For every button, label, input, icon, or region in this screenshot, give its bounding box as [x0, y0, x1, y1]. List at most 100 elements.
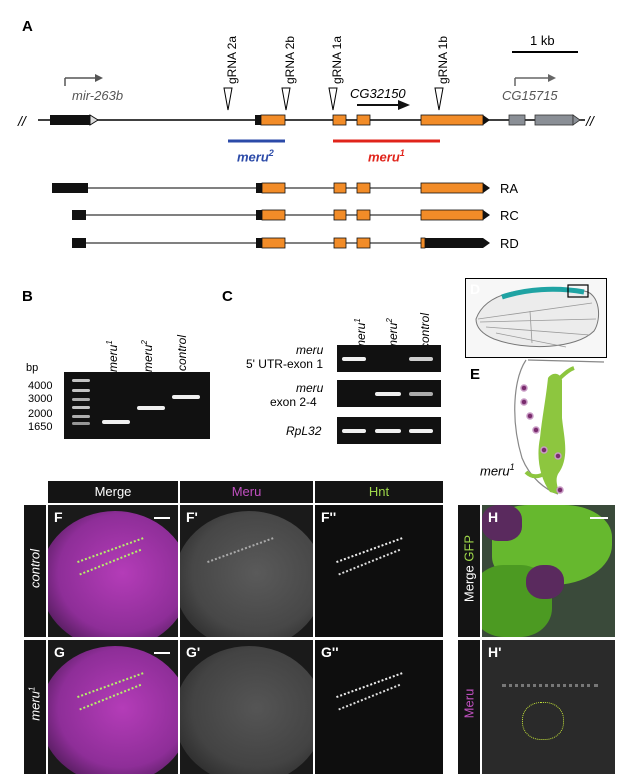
- grna-1a-marker: [328, 87, 338, 111]
- gel-b-ladder-3000: 3000: [28, 393, 53, 405]
- schematic-e-label: meru1: [480, 462, 515, 479]
- h-sidebar-top: Merge GFP: [458, 505, 480, 637]
- panel-label-g: G: [54, 644, 65, 660]
- image-f-meru: F': [180, 505, 313, 637]
- meru1-band: [102, 420, 130, 424]
- cg32150-direction-arrow: [398, 100, 410, 110]
- gel-b-ladder-1650: 1650: [28, 421, 53, 433]
- isoform-label-rc: RC: [500, 208, 519, 223]
- column-header-meru: Meru: [180, 481, 313, 503]
- wing-disc-magenta: [48, 646, 178, 774]
- wing-disc-gray: [180, 646, 313, 774]
- ladder-band: [72, 389, 90, 392]
- meru-bristle-row: [502, 684, 598, 693]
- exon-1: [260, 114, 286, 126]
- panel-label-a: A: [22, 18, 33, 35]
- panel-label-f2: F'': [321, 509, 337, 525]
- mir263b-direction-arrow: [95, 74, 103, 82]
- rd-utr-5: [72, 238, 86, 248]
- panel-label-d: D: [470, 281, 481, 297]
- panel-label-c: C: [222, 288, 233, 305]
- grna-2a-label: gRNA 2a: [225, 35, 239, 84]
- panel-label-b: B: [22, 288, 33, 305]
- exon-2: [332, 114, 347, 126]
- isoform-label-ra: RA: [500, 181, 519, 196]
- gel-c-row2-region: exon 2-4: [270, 395, 317, 409]
- grna-2b-marker: [281, 87, 291, 111]
- gel-c-row1-gene: meru: [296, 343, 324, 357]
- panel-label-e: E: [470, 366, 481, 383]
- image-f-merge: F: [48, 505, 178, 637]
- gel-b-image: [64, 372, 210, 439]
- gene-label-cg32150: CG32150: [350, 86, 406, 101]
- image-h-meru: H': [482, 640, 615, 774]
- gel-c-row2-image: [337, 380, 441, 407]
- cg15715-exon-2: [534, 114, 574, 126]
- ra-utr-5: [52, 183, 88, 193]
- image-f-hnt: F'': [315, 505, 443, 637]
- gel-b-lane-meru2: meru2: [140, 340, 155, 372]
- scale-bar-h: [590, 517, 608, 519]
- cg15715-exon-1: [508, 114, 526, 126]
- wing-image: [475, 284, 600, 348]
- bristle-schematic: [514, 359, 605, 495]
- ladder-band: [72, 422, 90, 425]
- exon-4: [420, 114, 484, 126]
- image-g-meru: G': [180, 640, 313, 774]
- column-header-merge: Merge: [48, 481, 178, 503]
- wing-inset-box: [567, 284, 589, 298]
- column-header-hnt: Hnt: [315, 481, 443, 503]
- control-band: [172, 395, 200, 399]
- gel-c-row1-image: [337, 345, 441, 372]
- rc-utr-5: [72, 210, 86, 220]
- ladder-band: [72, 379, 90, 382]
- mir263b-arrowhead: [89, 114, 99, 126]
- gel-b-unit: bp: [26, 362, 39, 374]
- gel-c-row1-region: 5' UTR-exon 1: [246, 357, 323, 371]
- grna-2a-marker: [223, 87, 233, 111]
- panel-label-f: F: [54, 509, 63, 525]
- grna-2b-label: gRNA 2b: [283, 35, 297, 84]
- gel-c-row2-gene: meru: [296, 381, 324, 395]
- gel-b-lane-meru1: meru1: [105, 340, 120, 372]
- exon-4-utr-end: [483, 115, 490, 125]
- mutant-clone: [482, 505, 522, 541]
- ladder-band: [72, 415, 90, 418]
- band: [409, 357, 433, 361]
- band: [409, 429, 433, 433]
- grna-1b-label: gRNA 1b: [436, 35, 450, 84]
- mir263b-utr: [50, 115, 90, 125]
- panel-label-h1: H': [488, 644, 502, 660]
- gene-map-diagram: // //: [17, 51, 596, 249]
- gel-b-ladder-4000: 4000: [28, 380, 53, 392]
- image-h-merge: H: [482, 505, 615, 637]
- scale-bar-f: [154, 517, 170, 519]
- ladder-band: [72, 406, 90, 409]
- clone-outline: [522, 702, 564, 740]
- gel-c-lane-control: control: [418, 312, 432, 349]
- gel-c-row3-gene: RpL32: [286, 424, 322, 438]
- meru2-deletion-label: meru2: [237, 148, 274, 165]
- band: [342, 357, 366, 361]
- row-label-meru1: meru1: [24, 640, 46, 774]
- band: [342, 429, 366, 433]
- cg15715-direction-arrow: [548, 74, 556, 82]
- scale-bar-label: 1 kb: [530, 33, 555, 48]
- wing-disc-gray: [180, 511, 313, 637]
- band: [375, 392, 401, 396]
- panel-label-f1: F': [186, 509, 198, 525]
- gel-b-lane-control: control: [175, 334, 189, 371]
- band: [409, 392, 433, 396]
- ladder-band: [72, 398, 90, 401]
- panel-label-g1: G': [186, 644, 201, 660]
- image-g-merge: G: [48, 640, 178, 774]
- gene-label-cg15715: CG15715: [502, 88, 558, 103]
- gel-b-ladder-2000: 2000: [28, 408, 53, 420]
- panel-label-g2: G'': [321, 644, 339, 660]
- wing-panel-frame: D: [465, 278, 607, 358]
- band: [375, 429, 401, 433]
- gel-c-row3-image: [337, 417, 441, 444]
- isoform-label-rd: RD: [500, 236, 519, 251]
- meru2-band: [137, 406, 165, 410]
- panel-label-h: H: [488, 509, 499, 525]
